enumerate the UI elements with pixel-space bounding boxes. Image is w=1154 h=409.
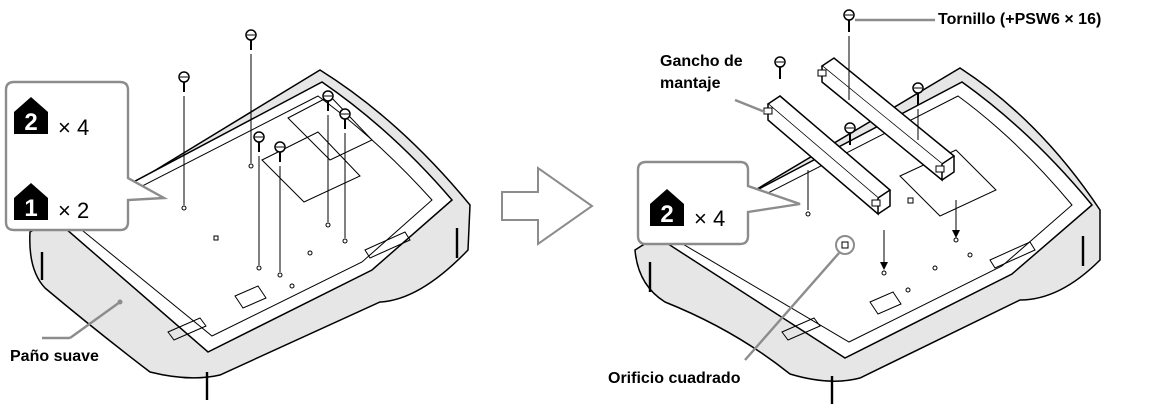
legend-box-left: 2 × 4 1 × 2 bbox=[4, 80, 169, 232]
edge-bar-left bbox=[364, 231, 411, 259]
screw-left-4 bbox=[274, 141, 286, 278]
screw-left-6 bbox=[339, 108, 351, 244]
screw-left-5 bbox=[322, 90, 334, 228]
tv-back-outer-right bbox=[660, 81, 1094, 359]
badge-2-icon-left: 2 bbox=[14, 97, 48, 136]
right-arrow-icon bbox=[501, 166, 594, 246]
label-hook-line1: Gancho de bbox=[660, 53, 743, 70]
screw-right-4 bbox=[844, 122, 856, 145]
mounting-hook-2 bbox=[817, 57, 956, 182]
label-screw: Tornillo (+PSW6 × 16) bbox=[938, 11, 1101, 28]
panel-b-left bbox=[261, 131, 361, 203]
square-hole-marker bbox=[835, 235, 855, 255]
tv-back-outer-left bbox=[56, 81, 454, 353]
left-tv-assembly bbox=[29, 29, 471, 400]
port-right bbox=[869, 291, 902, 315]
callout-soft-cloth: Paño suave bbox=[10, 299, 123, 365]
right-tv-assembly bbox=[634, 9, 1101, 404]
label-soft-cloth: Paño suave bbox=[10, 348, 99, 365]
callout-mounting-hook: Gancho de mantaje bbox=[660, 53, 766, 114]
badge-2-number-right: 2 bbox=[660, 201, 673, 228]
screw-left-3 bbox=[253, 131, 265, 271]
screw-right-3 bbox=[912, 82, 924, 140]
badge-1-number-left: 1 bbox=[24, 195, 37, 222]
panel-a-left bbox=[287, 95, 373, 161]
screw-left-1 bbox=[178, 71, 190, 211]
badge-2-number-left: 2 bbox=[24, 109, 37, 136]
legend-qty-1-left: × 2 bbox=[58, 198, 89, 223]
port-left bbox=[234, 285, 267, 309]
badge-1-icon-left: 1 bbox=[14, 183, 48, 222]
edge-bar-right bbox=[989, 241, 1036, 269]
tv-back-inner-right bbox=[674, 95, 1073, 343]
callout-screw: Tornillo (+PSW6 × 16) bbox=[855, 11, 1101, 28]
badge-2-icon-right: 2 bbox=[650, 189, 684, 228]
screw-right-2 bbox=[774, 56, 786, 79]
slot-left bbox=[167, 317, 207, 341]
slot-right bbox=[781, 317, 821, 341]
mounting-hook-1 bbox=[763, 95, 892, 216]
legend-qty-2-right: × 4 bbox=[694, 206, 725, 231]
label-square-hole: Orificio cuadrado bbox=[608, 370, 741, 387]
callout-square-hole: Orificio cuadrado bbox=[608, 252, 840, 387]
legend-box-right: 2 × 4 bbox=[636, 160, 801, 246]
label-hook-line2: mantaje bbox=[660, 75, 721, 92]
screw-right-1 bbox=[843, 9, 855, 100]
screw-left-2 bbox=[245, 29, 257, 169]
legend-qty-2-left: × 4 bbox=[58, 115, 89, 140]
